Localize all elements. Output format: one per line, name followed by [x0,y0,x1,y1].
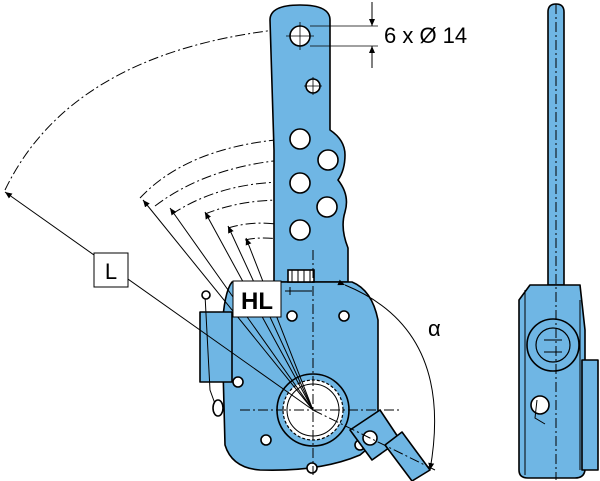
hole-3 [317,149,339,171]
front-view: α L HL 6 x Ø 14 [4,2,467,481]
side-view [518,3,599,480]
hole-length-label-box [232,280,282,318]
hole-5 [316,196,338,218]
adjuster-nut [384,431,431,481]
hole-dimension: 6 x Ø 14 [310,2,467,68]
slot [287,269,315,283]
clip-ring [212,399,224,417]
side-bolt [530,395,550,415]
hole-2 [289,128,311,150]
hole-6 [289,219,311,241]
length-label-box [93,252,129,288]
side-hub-inner [535,327,571,363]
key-mark [285,287,312,295]
length-arcs [4,29,286,241]
hole-length-label: HL [241,288,273,315]
side-body [518,284,586,479]
angle-arc [337,279,436,471]
angle-label: α [428,316,441,341]
hole-centerlines [286,22,322,95]
hole-4 [289,172,311,194]
length-label: L [105,259,117,284]
side-flange [581,359,599,471]
hole-spec-label: 6 x Ø 14 [384,23,467,48]
rod-pin [201,290,211,300]
side-housing [199,311,233,383]
